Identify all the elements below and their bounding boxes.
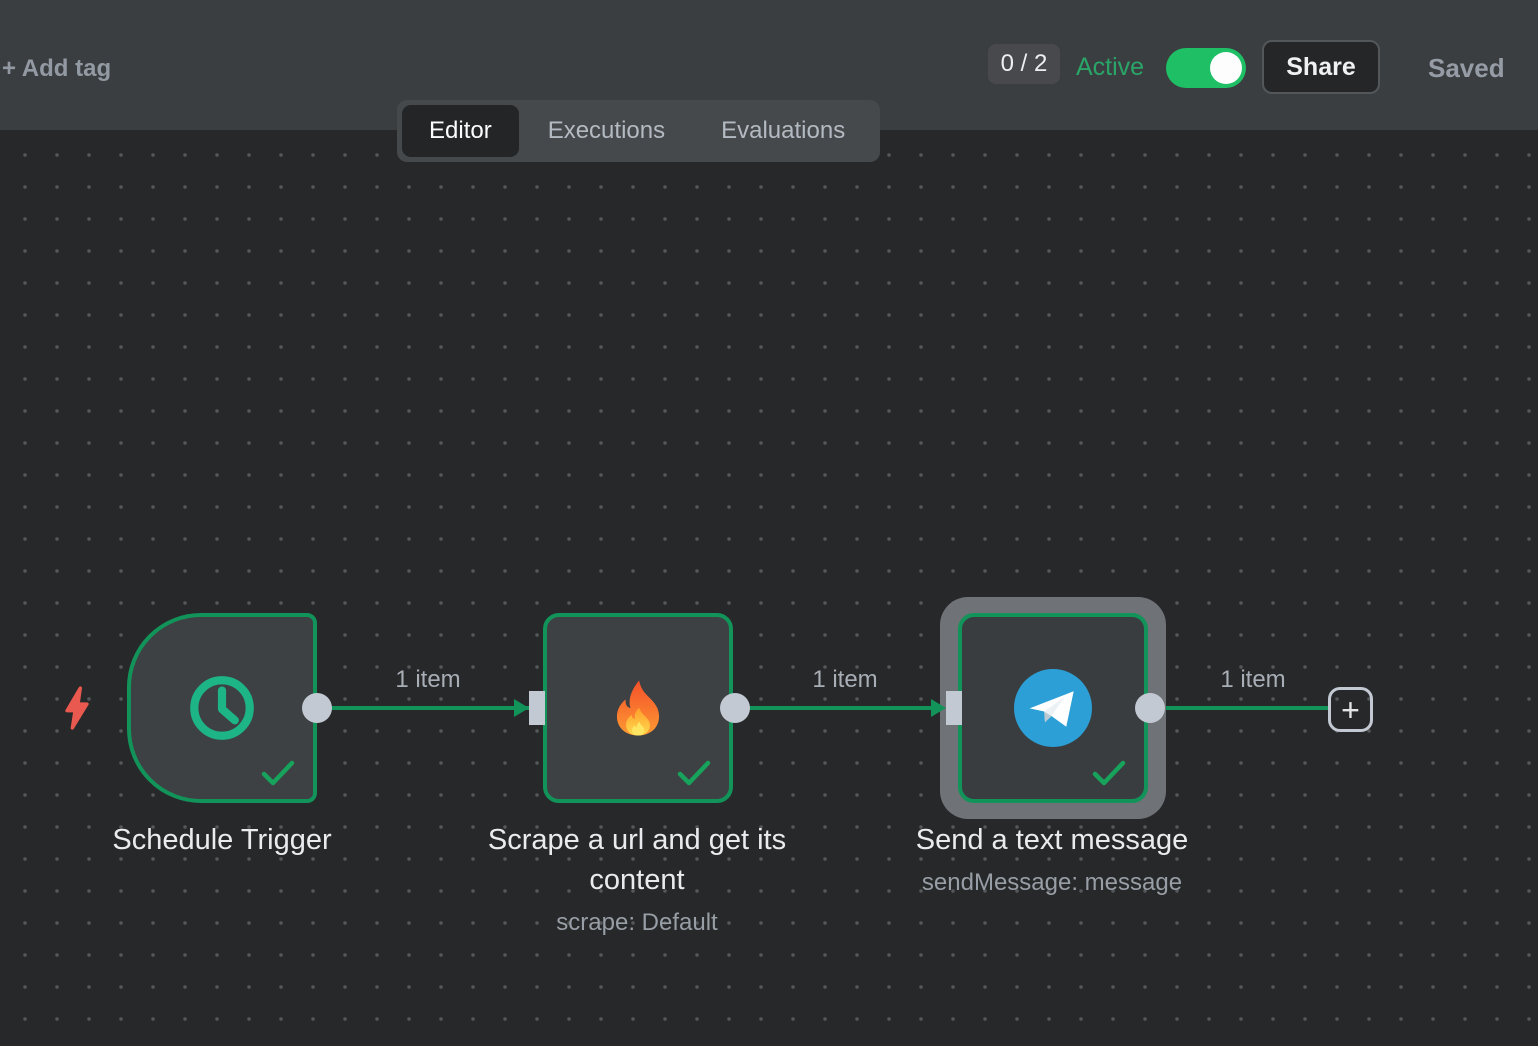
success-check-icon	[261, 760, 295, 786]
node-label-scrape-url: Scrape a url and get its content scrape:…	[427, 820, 847, 938]
node-title: Schedule Trigger	[112, 824, 332, 856]
node-subtitle: scrape: Default	[556, 909, 718, 936]
workflow-canvas[interactable]: 1 item	[0, 130, 1538, 1046]
node-send-text-message[interactable]	[958, 613, 1148, 803]
clock-icon	[131, 617, 313, 799]
connection-arrow-icon	[931, 699, 946, 717]
node-label-schedule-trigger: Schedule Trigger	[12, 820, 432, 860]
add-node-button[interactable]: +	[1328, 687, 1373, 732]
toggle-knob-icon	[1210, 52, 1242, 84]
trigger-lightning-icon	[65, 686, 89, 730]
share-button[interactable]: Share	[1262, 40, 1380, 94]
saved-status-button[interactable]: Saved	[1428, 53, 1505, 83]
node-label-send-text-message: Send a text message sendMessage: message	[842, 820, 1262, 898]
connection-line-1[interactable]	[317, 706, 529, 710]
success-check-icon	[1092, 760, 1126, 786]
plus-icon: +	[1341, 691, 1360, 728]
connection-items-label: 1 item	[1220, 666, 1286, 693]
node-subtitle: sendMessage: message	[921, 869, 1183, 896]
tab-executions[interactable]: Executions	[547, 117, 666, 144]
active-label: Active	[1076, 53, 1145, 81]
view-tabs: Editor Executions Evaluations	[397, 100, 880, 162]
active-toggle[interactable]	[1166, 48, 1246, 88]
output-port-schedule-trigger[interactable]	[302, 693, 332, 723]
node-scrape-url[interactable]	[543, 613, 733, 803]
issues-count-badge[interactable]: 0 / 2	[988, 44, 1060, 84]
telegram-icon	[962, 617, 1144, 799]
connection-line-2[interactable]	[735, 706, 946, 710]
connection-arrow-icon	[514, 699, 529, 717]
output-port-telegram-node[interactable]	[1135, 693, 1165, 723]
node-schedule-trigger[interactable]	[127, 613, 317, 803]
add-tag-button[interactable]: + Add tag	[2, 55, 112, 82]
connection-items-label: 1 item	[812, 666, 878, 693]
success-check-icon	[677, 760, 711, 786]
tab-evaluations[interactable]: Evaluations	[721, 117, 846, 144]
tab-editor[interactable]: Editor	[402, 105, 519, 157]
fire-icon	[547, 617, 729, 799]
node-title: Scrape a url and get its content	[487, 824, 787, 896]
input-port-scrape-node[interactable]	[529, 691, 545, 725]
input-port-telegram-node[interactable]	[946, 691, 962, 725]
connection-items-label: 1 item	[395, 666, 461, 693]
connection-line-3[interactable]	[1150, 706, 1330, 710]
node-title: Send a text message	[915, 824, 1189, 856]
output-port-scrape-node[interactable]	[720, 693, 750, 723]
